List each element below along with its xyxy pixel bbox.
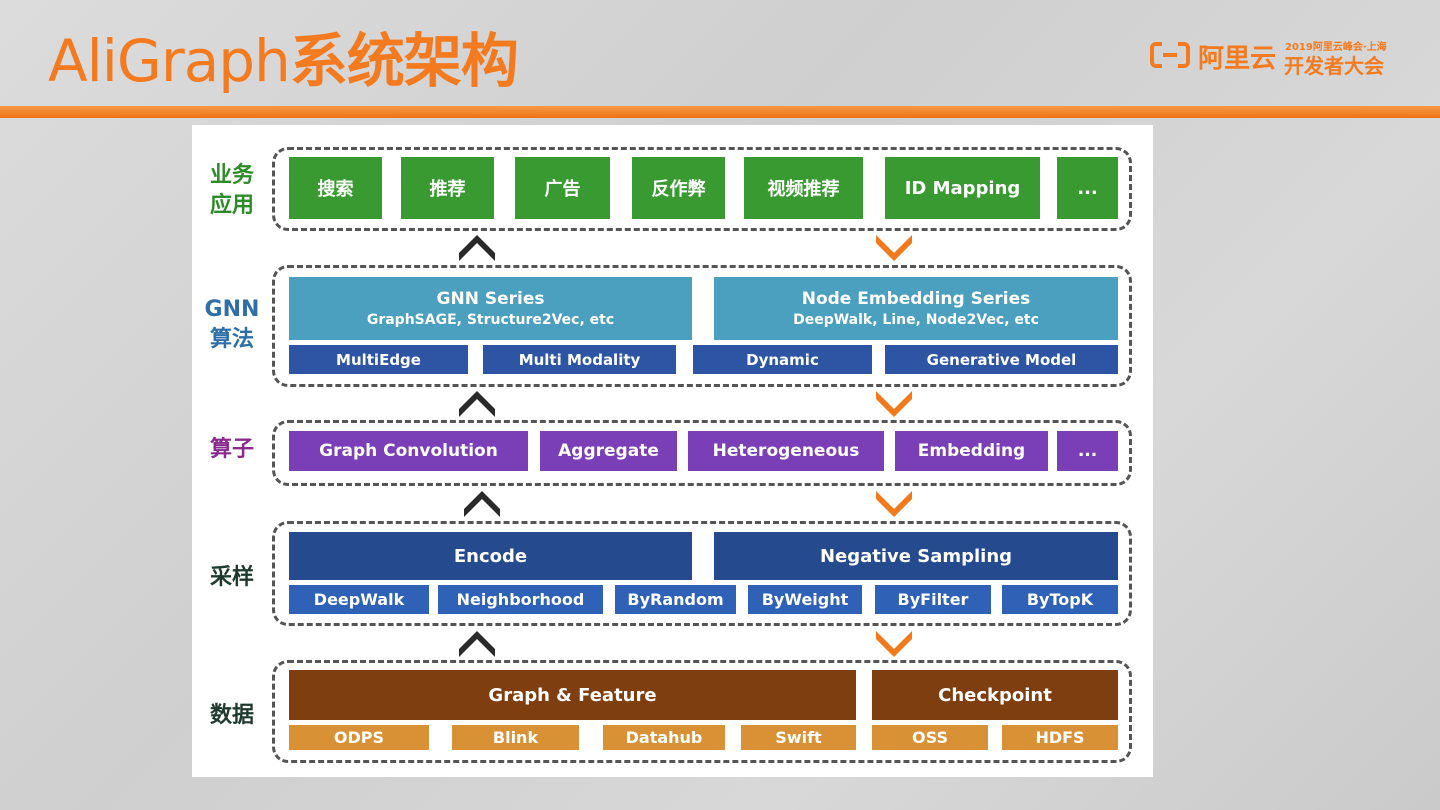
title-cn: 系统架构 (289, 27, 519, 95)
graph-feature-box: Graph & Feature (289, 670, 856, 720)
sampling-method: ByWeight (748, 585, 862, 614)
operator-item: Heterogeneous (688, 431, 884, 471)
data-source: HDFS (1002, 725, 1118, 750)
chevron-down-icon (876, 491, 912, 517)
checkpoint-box: Checkpoint (872, 670, 1118, 720)
sampling-method: ByRandom (615, 585, 736, 614)
operator-label: 算子 (209, 437, 254, 462)
operator-item: Aggregate (540, 431, 677, 471)
business-label: 业务 应用 (209, 163, 254, 218)
operator-layer (272, 420, 1132, 486)
sampling-method: ByTopK (1002, 585, 1118, 614)
gnn-series-box: GNN Series GraphSAGE, Structure2Vec, etc (289, 277, 692, 340)
data-source: ODPS (289, 725, 429, 750)
data-source: OSS (872, 725, 988, 750)
logo-event-bottom: 开发者大会 (1284, 54, 1384, 78)
chevron-up-icon (459, 391, 495, 417)
data-layer (272, 660, 1132, 763)
gnn-feature: Dynamic (693, 345, 872, 374)
gnn-feature: Multi Modality (483, 345, 676, 374)
operator-item: Embedding (895, 431, 1048, 471)
negative-sampling-box: Negative Sampling (714, 532, 1118, 580)
node-embedding-box: Node Embedding Series DeepWalk, Line, No… (714, 277, 1118, 340)
data-source: Datahub (603, 725, 725, 750)
page-title: AliGraph系统架构 (48, 14, 519, 98)
title-en: AliGraph (48, 27, 291, 95)
encode-box: Encode (289, 532, 692, 580)
architecture-diagram: 业务 应用 搜索 推荐 广告 反作弊 视频推荐 ID Mapping ... G… (192, 125, 1153, 777)
sampling-method: ByFilter (875, 585, 991, 614)
business-item: 搜索 (289, 157, 382, 219)
business-item: 反作弊 (632, 157, 725, 219)
chevron-down-icon (876, 631, 912, 657)
gnn-layer (272, 265, 1132, 387)
data-source: Blink (452, 725, 579, 750)
sampling-method: DeepWalk (289, 585, 429, 614)
gnn-label: GNN 算法 (204, 297, 260, 352)
header-divider (0, 106, 1440, 118)
gnn-feature: Generative Model (885, 345, 1118, 374)
logo-brand: 阿里云 (1198, 44, 1277, 74)
business-item: ID Mapping (885, 157, 1040, 219)
sampling-method: Neighborhood (438, 585, 603, 614)
business-item: 广告 (515, 157, 610, 219)
logo-event-top: 2019阿里云峰会·上海 (1285, 42, 1387, 53)
gnn-feature: MultiEdge (289, 345, 468, 374)
business-layer (272, 147, 1132, 231)
sampling-layer (272, 521, 1132, 626)
data-source: Swift (741, 725, 856, 750)
operator-item: ... (1057, 431, 1118, 471)
chevron-up-icon (464, 491, 500, 517)
business-item: 视频推荐 (744, 157, 863, 219)
operator-item: Graph Convolution (289, 431, 528, 471)
chevron-up-icon (459, 631, 495, 657)
business-item: ... (1057, 157, 1118, 219)
data-label: 数据 (209, 703, 254, 728)
chevron-down-icon (876, 235, 912, 261)
sampling-label: 采样 (209, 565, 254, 590)
chevron-down-icon (876, 391, 912, 417)
chevron-up-icon (459, 235, 495, 261)
business-item: 推荐 (401, 157, 494, 219)
